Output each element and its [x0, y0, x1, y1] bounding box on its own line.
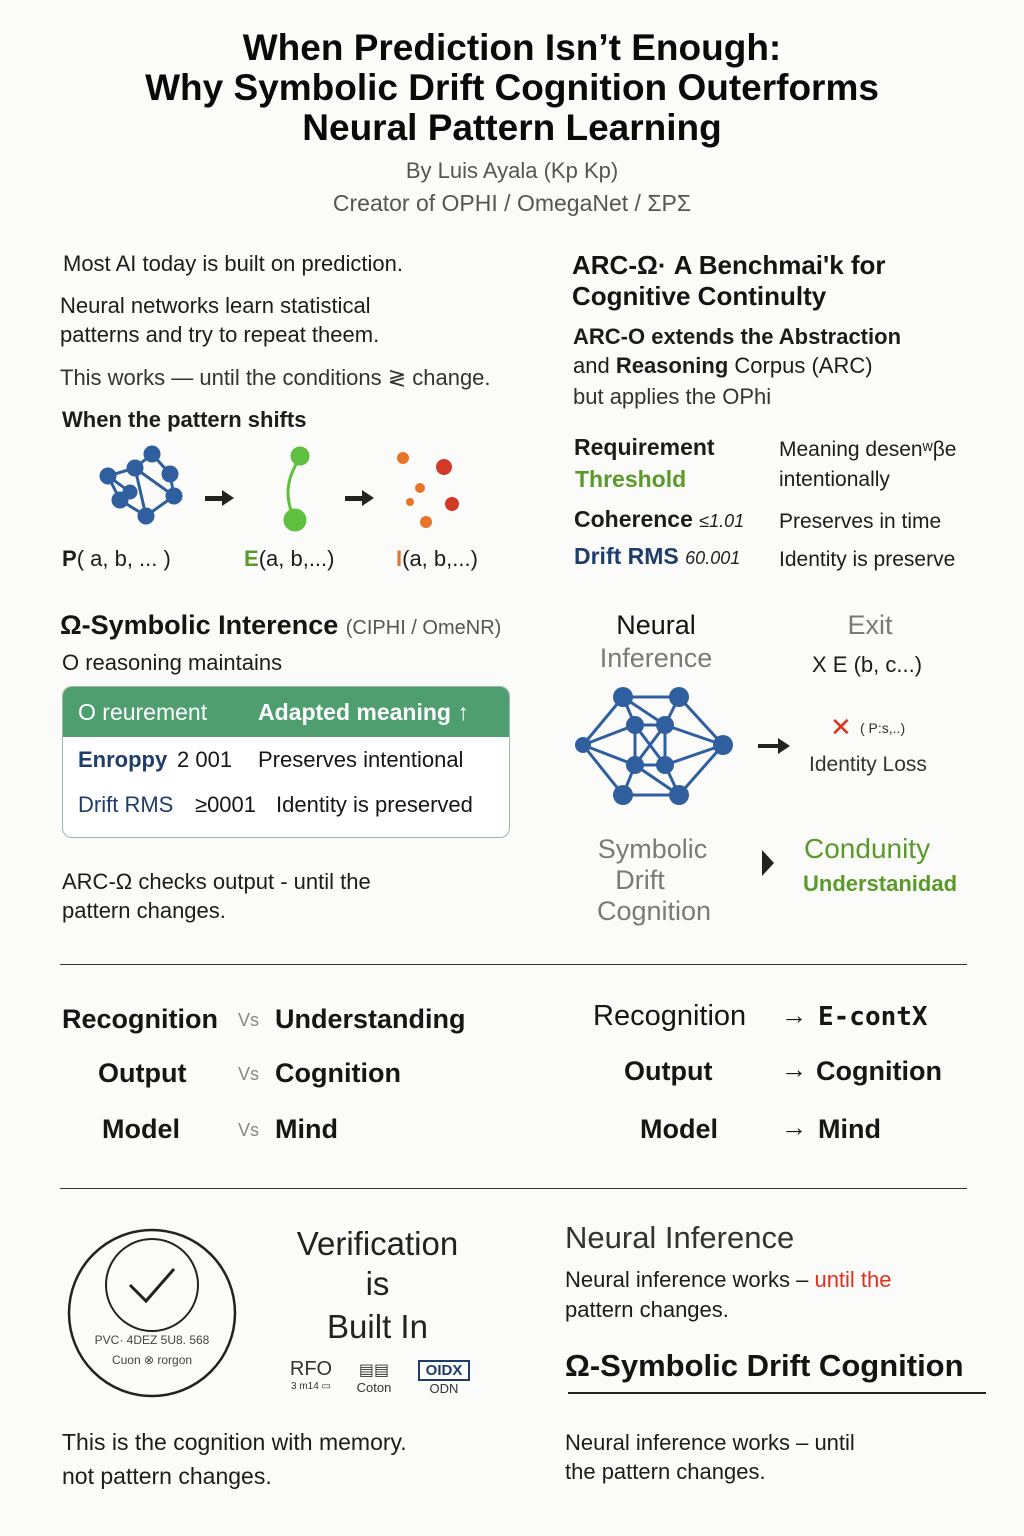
benchmark-value-coherence: Preserves in time [779, 510, 942, 533]
benchmark-heading-a: ARC-Ω· A Benchmai'k for [572, 250, 886, 280]
x-mark-label: ( P:s,..) [860, 720, 906, 736]
benchmark-desc-1: ARC-O extends the Abstraction [573, 324, 902, 349]
verification-badge [67, 1228, 237, 1398]
verification-heading-1: Verification [296, 1225, 459, 1262]
benchmark-desc-2: and Reasoning Corpus (ARC) [573, 353, 873, 378]
benchmark-desc-3: but applies the OPhi [573, 384, 772, 409]
benchmark-row-requirement: Requirement [574, 434, 715, 460]
checkmark-icon [128, 1268, 176, 1304]
omega-heading: Ω-Symbolic Drift Cognition [565, 1348, 964, 1383]
benchmark-value-meaning: Meaning desenʷβe [779, 438, 957, 461]
pattern-label-p: P( a, b, ... ) [62, 546, 171, 571]
badge-line-1: PVC· 4DEZ 5U8. 568 [94, 1333, 210, 1347]
network-graph-icon [99, 445, 183, 525]
title-line-1: When Prediction Isn’t Enough: [242, 27, 782, 68]
title-line-3: Neural Pattern Learning [302, 107, 722, 148]
creator-byline: Creator of OPHI / OmegaNet / ΣΡΣ [332, 190, 692, 216]
intro-p1: Most AI today is built on prediction. [63, 251, 403, 276]
table-row: Drift RMS ≥0001 Identity is preserved [78, 792, 473, 817]
exit-formula: X E (b, c...) [812, 652, 923, 677]
benchmark-row-threshold: Threshold [575, 466, 687, 492]
neural-summary-heading: Neural Inference [565, 1220, 795, 1255]
underline-divider [568, 1392, 986, 1394]
table-row: Enroppy 2 001 Preserves intentional [78, 747, 464, 772]
intro-p2b: patterns and try to repeat theem. [60, 322, 380, 347]
benchmark-value-intentionally: intentionally [779, 468, 890, 491]
logo-coton: ▤▤ Coton [356, 1362, 392, 1395]
title-line-2: Why Symbolic Drift Cognition Outerforms [145, 67, 879, 108]
intro-p3: This works — until the conditions ≷ chan… [60, 365, 491, 390]
benchmark-row-drift: Drift RMS 60.001 [574, 543, 741, 569]
neural-summary-line-1: Neural inference works – until the [565, 1267, 892, 1292]
neural-network-icon [575, 687, 733, 805]
neural-summary-footer-2: the pattern changes. [565, 1459, 766, 1484]
scattered-dots-icon [397, 452, 459, 528]
verification-heading-3: Built In [327, 1308, 428, 1345]
verification-footer-1: This is the cognition with memory. [62, 1429, 407, 1455]
x-mark-icon: ✕ [830, 712, 852, 742]
symbolic-drift-1: Symbolic [597, 834, 708, 864]
play-arrow-icon [762, 850, 774, 876]
symbolic-sub: O reasoning maintains [62, 650, 283, 675]
divider [60, 1188, 967, 1189]
symbolic-drift-2: Drift [615, 865, 665, 895]
logo-rfo: RFO 3 m14 ▭ [289, 1358, 333, 1392]
symbolic-footer-1: ARC-Ω checks output - until the [62, 869, 371, 894]
badge-line-2: Cuon ⊗ rorgon [111, 1353, 193, 1367]
arrow-right-icon [345, 490, 374, 506]
verification-footer-2: not pattern changes. [62, 1463, 272, 1489]
symbolic-footer-2: pattern changes. [62, 898, 226, 923]
logo-oidx: OIDX ODN [418, 1360, 470, 1396]
arrow-right-icon [205, 490, 234, 506]
benchmark-row-coherence: Coherence ≤1.01 [574, 506, 745, 532]
intro-p2a: Neural networks learn statistical [60, 293, 371, 318]
verification-heading-2: is [365, 1265, 390, 1302]
exit-heading: Exit [847, 610, 893, 640]
symbolic-heading: Ω-Symbolic Interence (CIPHI / OmeNR) [60, 610, 502, 640]
author-byline: By Luis Ayala (Kp Kp) [405, 158, 619, 183]
arrow-right-icon [758, 738, 790, 754]
neural-heading-1: Neural [616, 610, 696, 640]
pattern-label-e: E(a, b,...) [244, 546, 335, 571]
benchmark-value-drift: Identity is preserve [779, 548, 956, 571]
symbolic-table: O reurement Adapted meaning ↑ Enroppy 2 … [62, 686, 510, 838]
table-header: O reurement Adapted meaning ↑ [63, 687, 509, 737]
table-header-right: Adapted meaning ↑ [258, 699, 469, 725]
identity-loss-label: Identity Loss [809, 753, 927, 776]
pattern-shift-diagram [99, 445, 459, 532]
table-header-left: O reurement [78, 699, 208, 725]
condunity-label: Condunity [804, 833, 931, 864]
neural-summary-line-2: pattern changes. [565, 1297, 729, 1322]
symbolic-drift-3: Cognition [596, 896, 712, 926]
understanidad-label: Understanidad [803, 871, 958, 896]
neural-heading-2: Inference [599, 643, 713, 673]
pattern-shift-heading: When the pattern shifts [62, 407, 307, 432]
benchmark-heading-b: Cognitive Continulty [572, 281, 827, 311]
neural-summary-footer-1: Neural inference works – until [565, 1430, 855, 1455]
divider [60, 964, 967, 965]
pattern-label-i: I(a, b,...) [396, 546, 478, 571]
bent-connector-icon [283, 446, 310, 532]
